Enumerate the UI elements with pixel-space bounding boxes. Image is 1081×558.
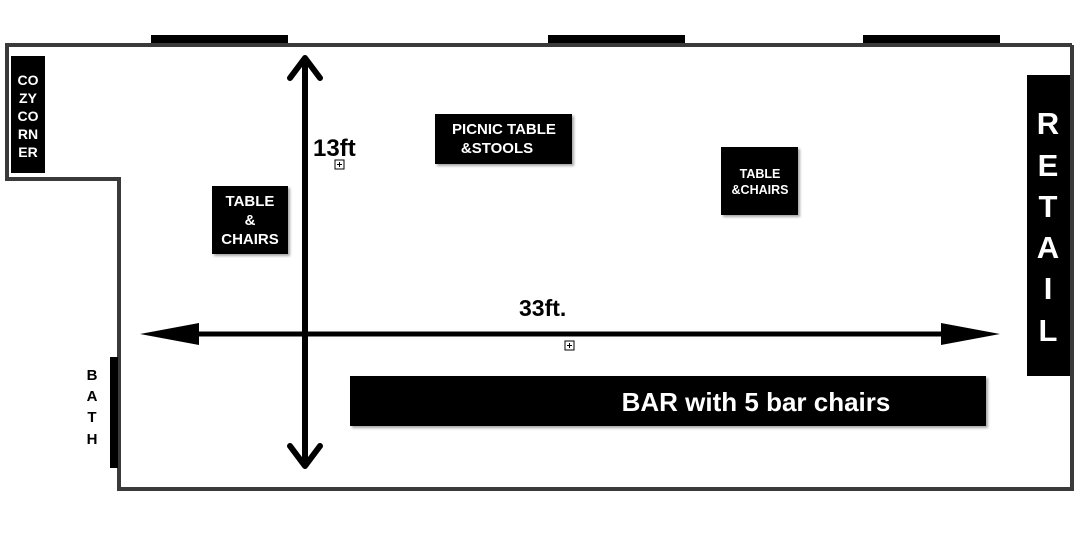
width-dimension-label: 33ft.: [519, 295, 566, 321]
table-chairs-right-line-2: &CHAIRS: [732, 183, 789, 197]
bath-letter-h: H: [87, 431, 98, 448]
window-2: [548, 35, 685, 43]
table-chairs-left-block: [212, 186, 288, 254]
table-chairs-left-line-1: TABLE: [226, 193, 275, 210]
cozy-corner-line-5: ER: [18, 144, 37, 160]
retail-block: [1027, 75, 1070, 376]
bar-label: BAR with 5 bar chairs: [622, 387, 891, 417]
picnic-table-line-2: &STOOLS: [461, 140, 533, 157]
retail-letter-t: T: [1039, 189, 1058, 224]
table-chairs-right-line-1: TABLE: [740, 167, 781, 181]
cozy-corner-line-1: CO: [18, 72, 39, 88]
bar-block: [350, 376, 986, 426]
cozy-corner-block: [11, 56, 45, 173]
table-chairs-left-line-3: CHAIRS: [221, 231, 279, 248]
bath-letter-a: A: [87, 388, 98, 405]
retail-letter-a: A: [1037, 230, 1059, 265]
height-arrowhead-top: [287, 55, 323, 81]
window-1: [151, 35, 288, 43]
cozy-corner-line-4: RN: [18, 126, 38, 142]
retail-letter-r: R: [1037, 106, 1059, 141]
bath-letter-b: B: [87, 367, 98, 384]
width-arrowhead-right: [941, 323, 1000, 345]
retail-letter-i: I: [1044, 271, 1053, 306]
room-wall: [5, 43, 1074, 491]
height-arrowhead-bottom: [287, 443, 323, 469]
retail-letter-l: L: [1039, 313, 1058, 348]
anchor-marker-icon: [334, 159, 345, 170]
cozy-corner-line-2: ZY: [19, 90, 38, 106]
table-chairs-right-block: [721, 147, 798, 215]
retail-letter-e: E: [1038, 148, 1059, 183]
height-dimension-label: 13ft: [313, 135, 356, 162]
width-arrowhead-left: [140, 323, 199, 345]
cozy-corner-line-3: CO: [18, 108, 39, 124]
window-3: [863, 35, 1000, 43]
bath-door: [110, 357, 118, 468]
picnic-table-block: [435, 114, 572, 164]
anchor-marker-icon: [564, 340, 575, 351]
bath-letter-t: T: [87, 409, 96, 426]
table-chairs-left-line-2: &: [245, 212, 256, 229]
picnic-table-line-1: PICNIC TABLE: [452, 121, 556, 138]
